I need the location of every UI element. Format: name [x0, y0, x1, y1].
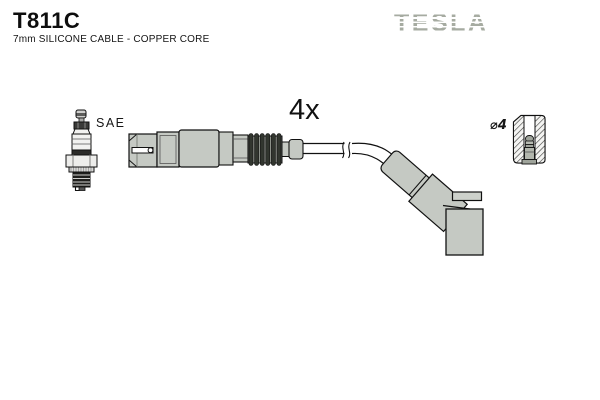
quantity-label: 4x	[289, 94, 320, 126]
spark-plug-figure	[65, 109, 98, 192]
spark-plug-collar	[71, 149, 92, 156]
spark-plug-boot	[445, 208, 484, 256]
part-number: T811C	[13, 8, 81, 33]
diameter-label: ⌀4	[490, 118, 507, 133]
spark-plug-crimp	[73, 121, 90, 130]
cable-end-cap	[288, 138, 304, 160]
spark-plug-stem	[78, 117, 85, 123]
spark-plug-shoulder	[68, 166, 95, 173]
boot-notch	[451, 191, 483, 202]
spark-plug-insulator-taper	[72, 128, 91, 135]
cable-neck	[281, 141, 290, 157]
cable-break-symbol	[342, 141, 351, 159]
cable-sleeve-1	[218, 131, 234, 166]
spark-plug-insulator	[71, 133, 92, 151]
spark-plug-terminal-band	[76, 113, 86, 116]
cable-connector-slot-hole	[147, 147, 154, 154]
spark-plug-electrode	[78, 186, 86, 191]
cable-bellows-ribs	[248, 133, 282, 166]
terminal-cup-figure	[512, 114, 546, 165]
product-subtitle: 7mm SILICONE CABLE - COPPER CORE	[13, 34, 210, 45]
ignition-cable-figure	[128, 129, 484, 256]
spark-plug-hex	[65, 154, 98, 168]
spark-plug-ground-strap	[74, 186, 80, 192]
cup-right-wall	[534, 115, 546, 164]
cable-connector-barrel	[178, 129, 220, 168]
cup-terminal	[521, 135, 537, 165]
sae-label: SAE	[96, 116, 126, 130]
cup-left-wall	[513, 115, 525, 164]
cable-wire	[303, 142, 345, 155]
boot-heel-line	[442, 204, 471, 210]
